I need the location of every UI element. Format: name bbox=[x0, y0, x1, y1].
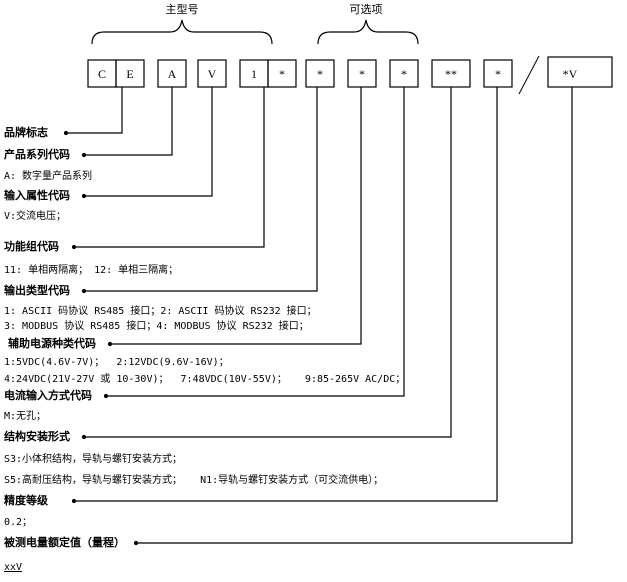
input-desc: V:交流电压； bbox=[4, 211, 67, 222]
optional-label: 可选项 bbox=[350, 3, 383, 16]
aux-power-desc-2: 4:24VDC(21V-27V 或 10-30V)； 7:48VDC(10V-5… bbox=[4, 374, 406, 385]
main-model-brace bbox=[91, 19, 273, 45]
brand-category: 品牌标志 bbox=[4, 126, 48, 139]
connector-mounting bbox=[84, 87, 452, 438]
output-desc-1: 1: ASCII 码协议 RS485 接口；2: ASCII 码协议 RS232… bbox=[4, 306, 317, 317]
current-input-desc: M:无孔； bbox=[4, 411, 47, 422]
code-box-text: A bbox=[168, 67, 177, 81]
code-box-text: * bbox=[495, 67, 501, 81]
code-box-text: V bbox=[208, 67, 217, 81]
code-box-text: * bbox=[359, 67, 365, 81]
code-box-text: ** bbox=[445, 67, 457, 81]
connector-output bbox=[84, 87, 318, 292]
code-box-text: 1 bbox=[251, 67, 257, 81]
code-box-brand-2 bbox=[115, 59, 145, 88]
code-box-text: * bbox=[401, 67, 407, 81]
optional-brace bbox=[317, 19, 419, 45]
connector-brand bbox=[66, 87, 123, 134]
main-model-label: 主型号 bbox=[166, 2, 199, 16]
current-input-category: 电流输入方式代码 bbox=[4, 389, 92, 402]
code-box-function-2 bbox=[267, 59, 297, 88]
code-box-text: E bbox=[126, 67, 133, 81]
code-box-text: * bbox=[279, 67, 285, 81]
connector-accuracy bbox=[74, 87, 498, 502]
accuracy-category: 精度等级 bbox=[4, 494, 48, 507]
mounting-desc-2: S5:高耐压结构，导轨与螺钉安装方式； N1:导轨与螺钉安装方式（可交流供电）； bbox=[4, 475, 384, 486]
accuracy-desc: 0.2； bbox=[4, 517, 33, 528]
connector-series bbox=[84, 87, 173, 156]
aux-power-desc-1: 1:5VDC(4.6V-7V)； 2:12VDC(9.6V-16V)； bbox=[4, 357, 229, 368]
code-box-text: C bbox=[98, 67, 106, 81]
output-desc-2: 3: MODBUS 协议 RS485 接口；4: MODBUS 协议 RS232… bbox=[4, 321, 309, 332]
function-desc: 11: 单相两隔离； 12: 单相三隔离； bbox=[4, 265, 179, 276]
function-category: 功能组代码 bbox=[4, 240, 59, 253]
connector-aux-power bbox=[110, 87, 362, 345]
connector-current-input bbox=[106, 87, 405, 397]
rated-value-category: 被测电量额定值（量程） bbox=[4, 536, 125, 549]
code-box-text: * bbox=[317, 67, 323, 81]
code-box-rated-value bbox=[547, 56, 613, 88]
connector-function bbox=[74, 87, 265, 248]
code-box-output bbox=[305, 59, 335, 88]
mounting-category: 结构安装形式 bbox=[4, 430, 70, 443]
code-box-accuracy bbox=[483, 59, 513, 88]
series-category: 产品系列代码 bbox=[4, 148, 70, 161]
rated-value-desc: xxV bbox=[4, 562, 23, 573]
aux-power-category: 辅助电源种类代码 bbox=[8, 337, 96, 350]
connector-rated-value bbox=[136, 87, 573, 544]
code-box-text: *V bbox=[563, 67, 578, 81]
series-desc: A: 数字量产品系列 bbox=[4, 171, 93, 182]
output-category: 输出类型代码 bbox=[4, 284, 70, 297]
code-box-aux-power bbox=[347, 59, 377, 88]
connector-input bbox=[84, 87, 213, 197]
input-category: 输入属性代码 bbox=[4, 189, 70, 202]
separator-slash bbox=[518, 55, 540, 95]
mounting-desc-1: S3:小体积结构，导轨与螺钉安装方式； bbox=[4, 454, 183, 465]
